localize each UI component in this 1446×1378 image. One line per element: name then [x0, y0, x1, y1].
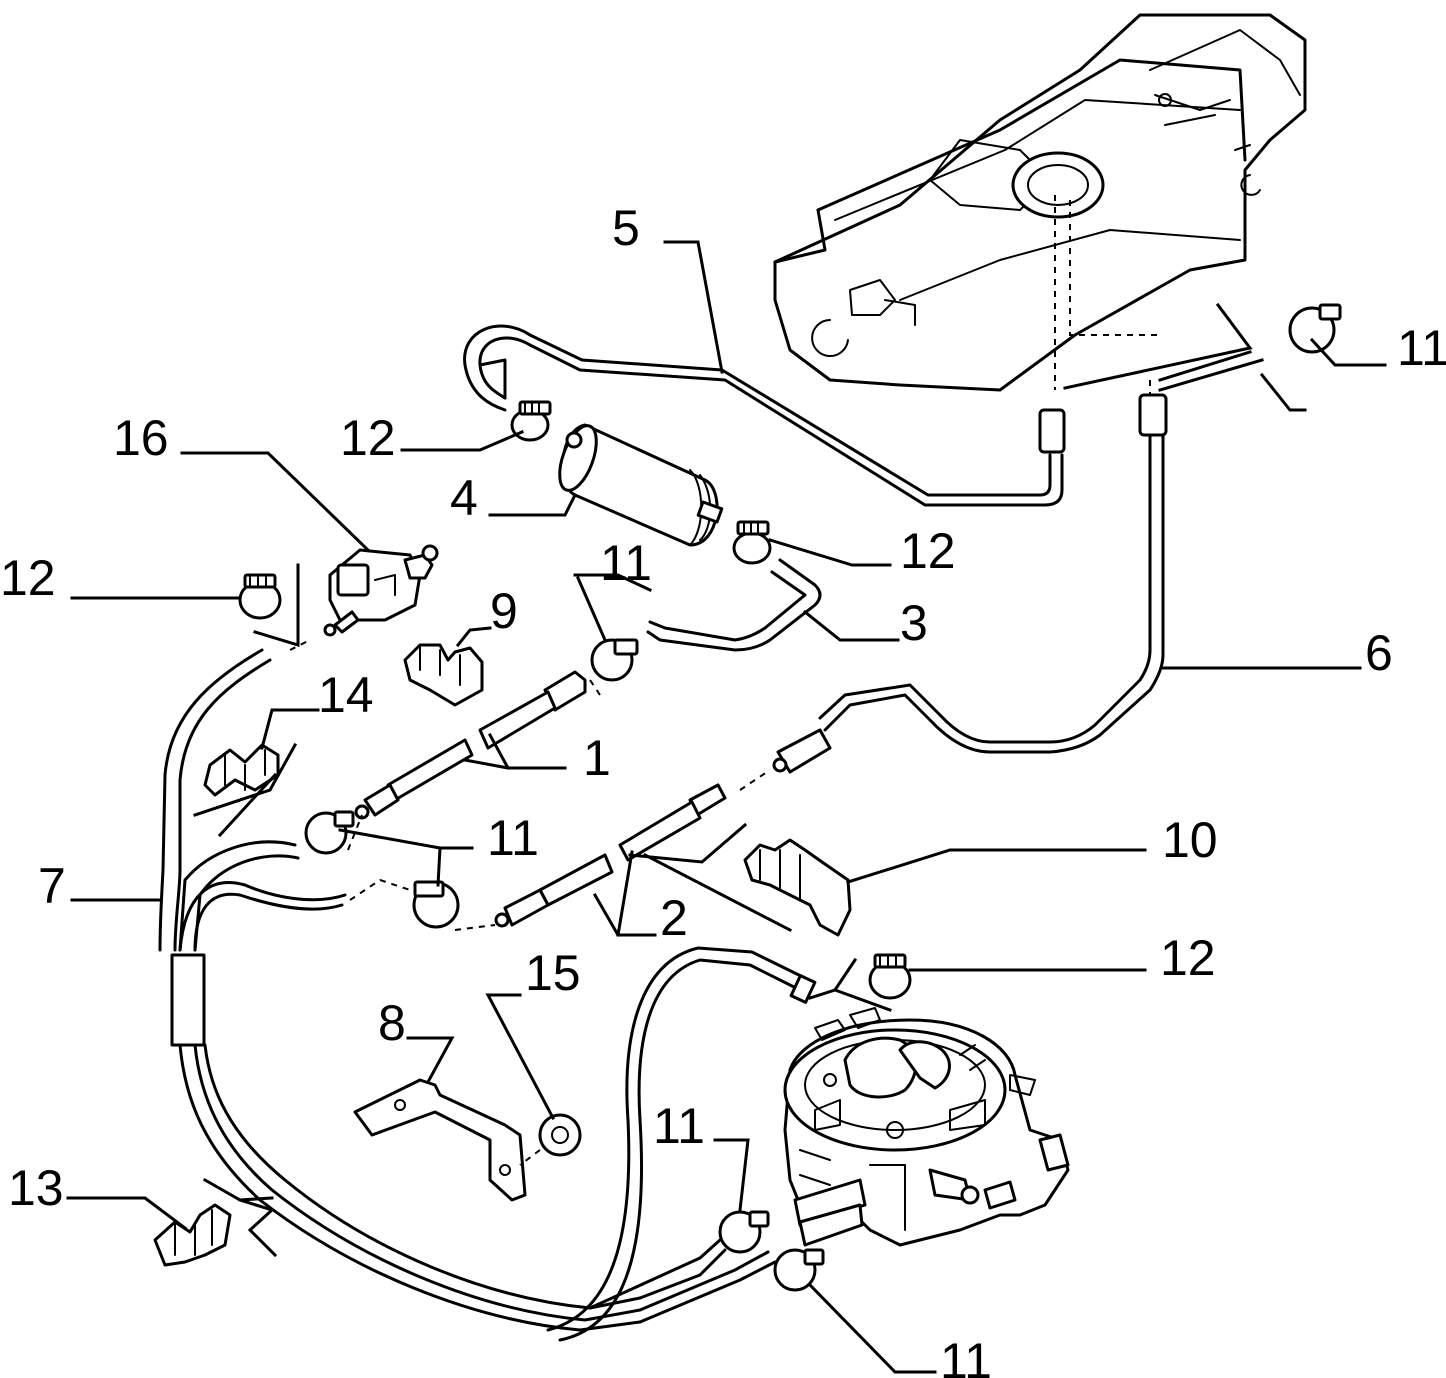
clip-10	[743, 838, 852, 937]
callout-4: 4	[450, 470, 478, 526]
hose-clamp	[773, 1248, 825, 1292]
hose-clamp	[1288, 303, 1342, 354]
hose-clamp	[238, 573, 282, 620]
bracket-8	[353, 1078, 527, 1202]
hose-7-bundle	[158, 648, 817, 1342]
bracket-9	[403, 643, 484, 707]
hose-3	[646, 558, 822, 652]
callout-11-top-right: 11	[1397, 320, 1446, 376]
callout-5: 5	[612, 200, 640, 256]
callout-12-filter-right: 12	[900, 523, 956, 579]
leader-lines	[66, 240, 1387, 1374]
nut-15	[538, 1113, 582, 1157]
valve-16	[323, 544, 439, 637]
callout-12-hose-5: 12	[340, 410, 396, 466]
fuel-tank	[773, 13, 1307, 392]
hose-clamp	[718, 1210, 770, 1254]
callout-1: 1	[583, 730, 611, 786]
callout-6: 6	[1365, 625, 1393, 681]
callout-11-throttle-left: 11	[653, 1098, 705, 1154]
callout-3: 3	[900, 595, 928, 651]
callout-16: 16	[113, 410, 169, 466]
pipe-1	[354, 670, 587, 820]
fuel-filter	[558, 423, 724, 547]
callouts: 1 2 3 4 5 6 7 8 9 10 11 11 11 11 11 12 1…	[0, 200, 1446, 1378]
hose-5	[463, 324, 1064, 507]
hose-clamp	[510, 400, 552, 442]
callout-14: 14	[318, 667, 374, 723]
clip-14	[203, 743, 280, 797]
callout-7: 7	[38, 858, 66, 914]
callout-13: 13	[8, 1160, 64, 1216]
hose-clamp	[304, 810, 355, 855]
callout-11-center: 11	[487, 810, 539, 866]
throttle-body	[783, 1007, 1070, 1247]
hose-clamp	[732, 520, 772, 565]
callout-8: 8	[378, 995, 406, 1051]
callout-2: 2	[660, 890, 688, 946]
callout-12-left: 12	[0, 550, 56, 606]
callout-12-throttle: 12	[1160, 930, 1216, 986]
pipe-2	[494, 783, 727, 928]
hose-6	[772, 433, 1165, 774]
callout-15: 15	[525, 945, 581, 1001]
callout-11-bottom: 11	[940, 1333, 992, 1378]
callout-9: 9	[490, 583, 518, 639]
tank-outlet-fittings	[1038, 393, 1168, 454]
hose-clamp	[868, 953, 912, 1000]
callout-11-hose-3: 11	[600, 535, 652, 591]
callout-10: 10	[1162, 812, 1218, 868]
hose-clamp	[590, 638, 639, 682]
hose-clamp	[412, 880, 460, 929]
